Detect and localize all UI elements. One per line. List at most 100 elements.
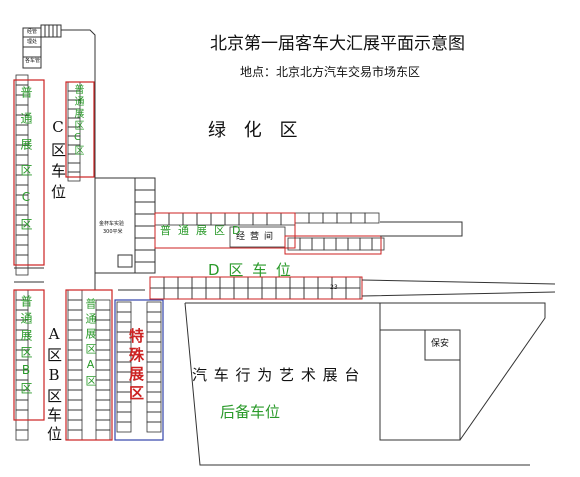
parking-slot	[146, 361, 162, 373]
a-zone-slots	[67, 289, 111, 441]
c-zone-mid-slots	[67, 81, 81, 182]
booth-slot	[359, 237, 373, 251]
parking-slot	[67, 409, 83, 421]
b-zone-label: 普通展区B区	[19, 295, 33, 399]
road-upper	[380, 221, 463, 237]
top-row-label: 普通展区D	[160, 224, 248, 237]
parking-slot	[15, 419, 29, 431]
parking-slot	[67, 379, 83, 391]
parking-slot	[177, 287, 193, 300]
parking-slot	[95, 329, 111, 341]
c-parking-label: C区车位	[49, 118, 67, 205]
d-zone-slots	[149, 276, 361, 300]
parking-slot	[95, 339, 111, 351]
parking-slot	[67, 429, 83, 441]
booth-slot	[299, 237, 313, 251]
d-parking-label: D 区 车 位	[208, 261, 293, 279]
parking-slot	[191, 276, 207, 289]
booth-slot	[347, 237, 361, 251]
parking-slot	[67, 389, 83, 401]
parking-slot	[205, 287, 221, 300]
parking-slot	[146, 371, 162, 383]
parking-slot	[146, 411, 162, 423]
parking-slot	[67, 289, 83, 301]
office-label-3: 各车管	[25, 58, 41, 64]
booth-slot	[280, 212, 296, 226]
c-left-label: 普通展区C区	[19, 86, 33, 244]
d-zone-frame	[149, 276, 363, 300]
parking-slot	[15, 399, 29, 411]
booth-slot	[371, 237, 385, 251]
c-zone-left-frame	[13, 79, 45, 266]
parking-slot	[146, 391, 162, 403]
parking-slot	[116, 411, 132, 423]
parking-slot	[261, 287, 277, 300]
booth-slot	[335, 237, 349, 251]
mid-office-label: 经营间	[236, 232, 279, 242]
parking-slot	[233, 287, 249, 300]
booth-slot	[252, 212, 268, 226]
note-label-2: 300平米	[103, 229, 123, 235]
booth-slot	[364, 212, 380, 224]
booth-slot	[308, 212, 324, 224]
reserve-label: 后备车位	[220, 403, 281, 421]
parking-slot	[146, 321, 162, 333]
parking-slot	[67, 419, 83, 431]
parking-slot	[15, 409, 29, 421]
parking-slot	[149, 276, 165, 289]
parking-slot	[67, 359, 83, 371]
right-booths	[287, 237, 385, 251]
parking-slot	[95, 319, 111, 331]
a-zone-frame	[65, 289, 113, 441]
parking-slot	[146, 421, 162, 433]
parking-slot	[116, 301, 132, 313]
booth-slot	[322, 212, 338, 224]
parking-slot	[67, 349, 83, 361]
parking-slot	[15, 254, 29, 266]
parking-slot	[67, 329, 83, 341]
art-stage-label: 汽 车 行 为 艺 术 展 台	[192, 366, 361, 384]
booth-slot	[323, 237, 337, 251]
parking-slot	[95, 349, 111, 361]
b-zone-slots	[15, 289, 29, 441]
booth-slot	[350, 212, 366, 224]
parking-slot	[15, 264, 29, 276]
booth-slot	[266, 212, 282, 226]
parking-slot	[191, 287, 207, 300]
art-inner-box	[379, 329, 461, 441]
parking-slot	[95, 409, 111, 421]
booth-slot	[294, 212, 310, 224]
art-area-boundary	[184, 302, 546, 466]
parking-slot	[116, 421, 132, 433]
parking-slot	[67, 299, 83, 311]
parking-slot	[303, 287, 319, 300]
booth-slot	[311, 237, 325, 251]
c-zone-mid-frame	[65, 81, 95, 178]
office-label-2: 理处	[27, 39, 38, 45]
parking-slot	[67, 319, 83, 331]
parking-slot	[303, 276, 319, 289]
parking-slot	[67, 309, 83, 321]
parking-slot	[345, 276, 361, 289]
parking-slot	[95, 399, 111, 411]
parking-slot	[163, 276, 179, 289]
parking-slot	[146, 341, 162, 353]
parking-slot	[149, 287, 165, 300]
central-building	[94, 177, 156, 274]
parking-slot	[116, 311, 132, 323]
parking-slot	[95, 389, 111, 401]
special-zone-label: 特殊展区	[127, 328, 145, 404]
parking-slot	[67, 369, 83, 381]
parking-slot	[146, 401, 162, 413]
green-zone-label: 绿 化 区	[208, 120, 304, 141]
page-subtitle: 地点：北京北方汽车交易市场东区	[240, 65, 421, 79]
parking-slot	[163, 287, 179, 300]
parking-slot	[67, 339, 83, 351]
parking-slot	[67, 162, 81, 173]
a-zone-label: 普通展区A区	[84, 298, 97, 390]
parking-slot	[95, 419, 111, 431]
parking-slot	[146, 331, 162, 343]
parking-slot	[146, 351, 162, 363]
security-label: 保安	[431, 339, 450, 349]
